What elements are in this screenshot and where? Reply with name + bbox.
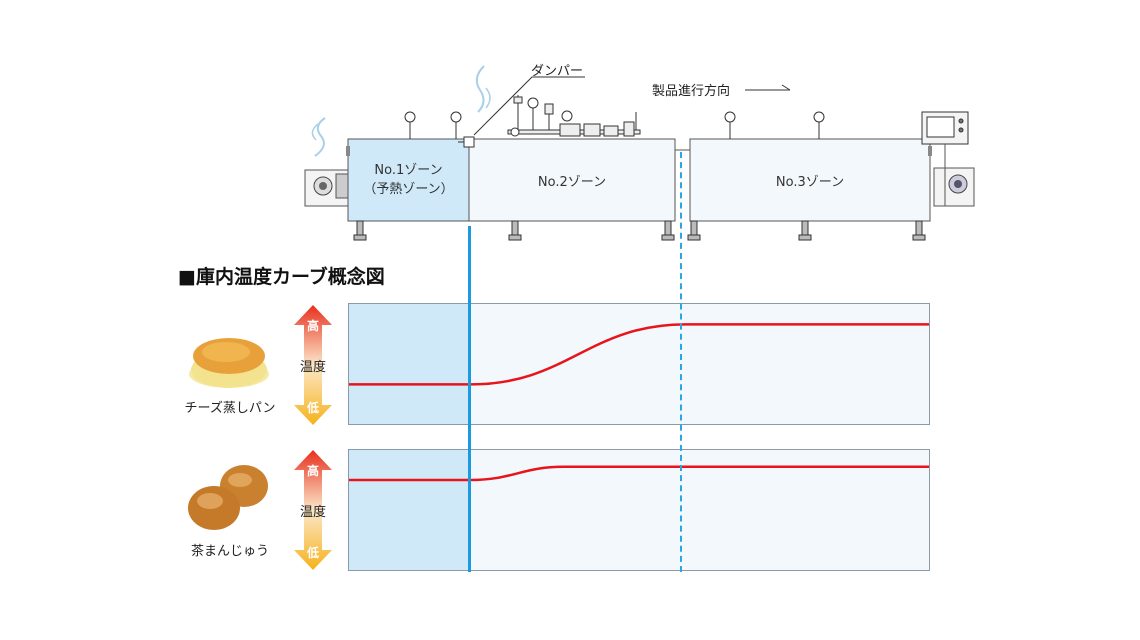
steam-left-icon xyxy=(314,117,326,157)
product-name-2: 茶まんじゅう xyxy=(190,544,269,559)
temperature-arrow-icon xyxy=(294,450,332,570)
tea-manju-icon xyxy=(188,465,268,530)
axis-low-1: 低 xyxy=(306,401,319,415)
temperature-panel-2 xyxy=(348,449,930,571)
cheese-steamed-bun-icon xyxy=(189,338,269,388)
axis-high-1: 高 xyxy=(306,319,319,333)
product-name-1: チーズ蒸しパン xyxy=(184,401,276,416)
preheat-zone-fill xyxy=(349,304,470,424)
temperature-curve-1 xyxy=(349,323,929,386)
preheat-zone-fill xyxy=(349,450,470,570)
axis-high-2: 高 xyxy=(306,464,319,478)
temperature-curve-2 xyxy=(349,465,929,482)
temperature-panel-1 xyxy=(348,303,930,425)
direction-arrow-icon xyxy=(745,84,791,91)
axis-label-1: 温度 xyxy=(299,360,326,375)
axis-label-2: 温度 xyxy=(299,505,326,520)
temperature-axis-2: 高 温度 低 xyxy=(294,450,342,570)
zone-3-label: No.3ゾーン xyxy=(775,175,845,190)
leg-icon xyxy=(353,220,926,241)
boundary-line-zone2-zone3 xyxy=(680,152,682,572)
boundary-line-zone1-zone2 xyxy=(468,226,471,572)
damper-label: ダンパー xyxy=(531,64,584,79)
gauge-icon xyxy=(404,111,825,139)
steam-damper-icon xyxy=(475,65,485,113)
control-panel-icon xyxy=(921,111,969,206)
direction-label: 製品進行方向 xyxy=(652,84,731,99)
damper-icon xyxy=(463,136,475,148)
zone-2-label: No.2ゾーン xyxy=(537,175,607,190)
section-title: ■庫内温度カーブ概念図 xyxy=(178,266,385,288)
zone-1-label: No.1ゾーン （予熱ゾーン） xyxy=(363,163,454,197)
machine-illustration xyxy=(304,65,975,241)
damper-leader-line xyxy=(473,76,585,136)
axis-low-2: 低 xyxy=(306,546,319,560)
temperature-axis-1: 高 温度 低 xyxy=(294,305,342,425)
temperature-arrow-icon xyxy=(294,305,332,425)
piping-icon xyxy=(507,95,641,137)
